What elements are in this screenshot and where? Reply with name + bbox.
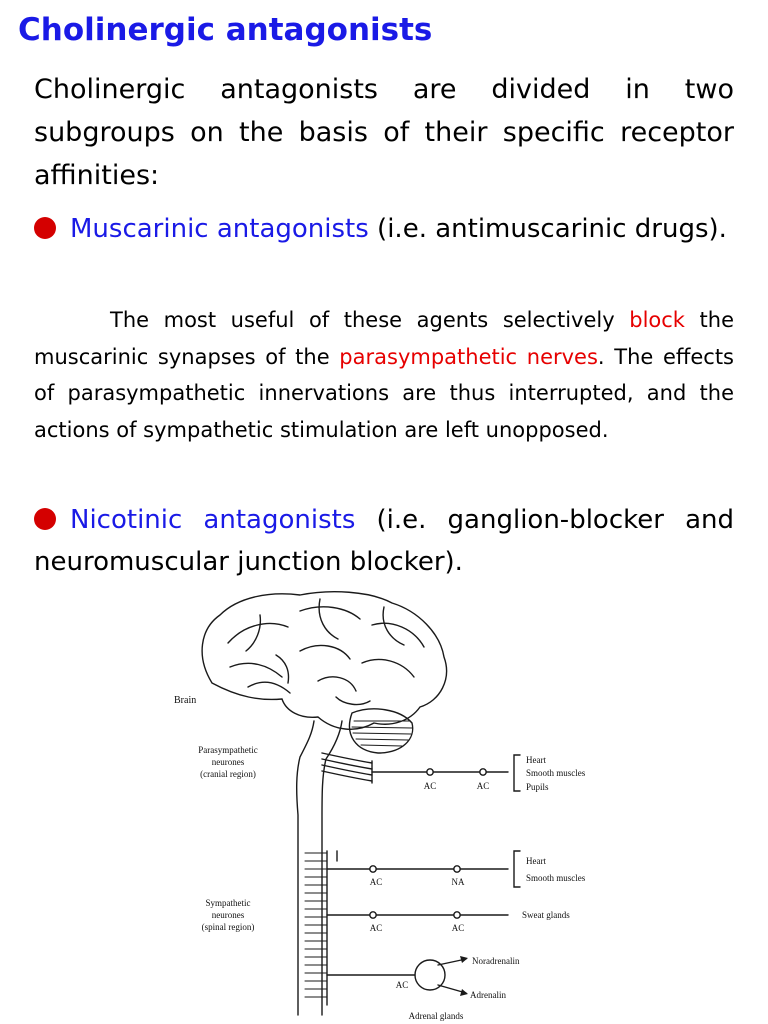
nicotinic-suffix: (i.e. ganglion-blocker and neuromuscular…: [34, 505, 734, 577]
symp-target-smooth-muscles: Smooth muscles: [526, 873, 586, 883]
muscarinic-detail: The most useful of these agents selectiv…: [34, 302, 734, 448]
para-label-line2: neurones: [212, 757, 245, 767]
muscarinic-bullet: Muscarinic antagonists (i.e. antimuscari…: [34, 208, 734, 250]
cerebellum-illustration: [348, 708, 414, 754]
para-target-pupils: Pupils: [526, 782, 549, 792]
symp-label-line2: neurones: [212, 910, 245, 920]
para-target-heart: Heart: [526, 755, 546, 765]
adrenal-glands-label: Adrenal glands: [409, 1011, 464, 1021]
para-transmitter-1: AC: [424, 781, 437, 791]
sweat-transmitter-2: AC: [452, 923, 465, 933]
nicotinic-bullet: Nicotinic antagonists (i.e. ganglion-blo…: [34, 499, 734, 583]
detail-text-2: the muscarinic synapses of the: [34, 308, 734, 369]
autonomic-nervous-system-diagram: Brain Parasympathetic neurones (cranial …: [174, 591, 586, 1021]
bullet-dot-icon: [34, 508, 56, 530]
symp-target-heart: Heart: [526, 856, 546, 866]
bullet-dot-icon: [34, 217, 56, 239]
muscarinic-suffix: (i.e. antimuscarinic drugs).: [368, 214, 727, 244]
nicotinic-term: Nicotinic antagonists: [70, 505, 356, 535]
detail-text-3: . The effects of parasympathetic innerva…: [34, 344, 734, 442]
page-title: Cholinergic antagonists: [18, 12, 433, 48]
para-target-smooth-muscles: Smooth muscles: [526, 768, 586, 778]
intro-paragraph: Cholinergic antagonists are divided in t…: [34, 74, 734, 191]
spinal-cord: [295, 720, 315, 1016]
brain-label: Brain: [174, 695, 196, 706]
detail-highlight-block: block: [629, 308, 685, 332]
detail-highlight-nerves: parasympathetic nerves: [339, 344, 598, 369]
para-transmitter-2: AC: [477, 781, 490, 791]
symp-label-line1: Sympathetic: [206, 898, 251, 908]
muscarinic-term: Muscarinic antagonists: [70, 214, 369, 244]
para-label-line1: Parasympathetic: [198, 745, 257, 755]
para-label-line3: (cranial region): [200, 769, 256, 779]
brain-illustration: [201, 591, 448, 730]
detail-text-1: The most useful of these agents selectiv…: [110, 308, 630, 332]
adrenal-in-transmitter: AC: [396, 980, 409, 990]
sweat-glands-label: Sweat glands: [522, 910, 570, 920]
sweat-transmitter-1: AC: [370, 923, 383, 933]
noradrenalin-label: Noradrenalin: [472, 956, 520, 966]
symp-transmitter-1: AC: [370, 877, 383, 887]
symp-label-line3: (spinal region): [202, 922, 255, 932]
adrenalin-label: Adrenalin: [470, 990, 506, 1000]
symp-transmitter-2: NA: [452, 877, 465, 887]
